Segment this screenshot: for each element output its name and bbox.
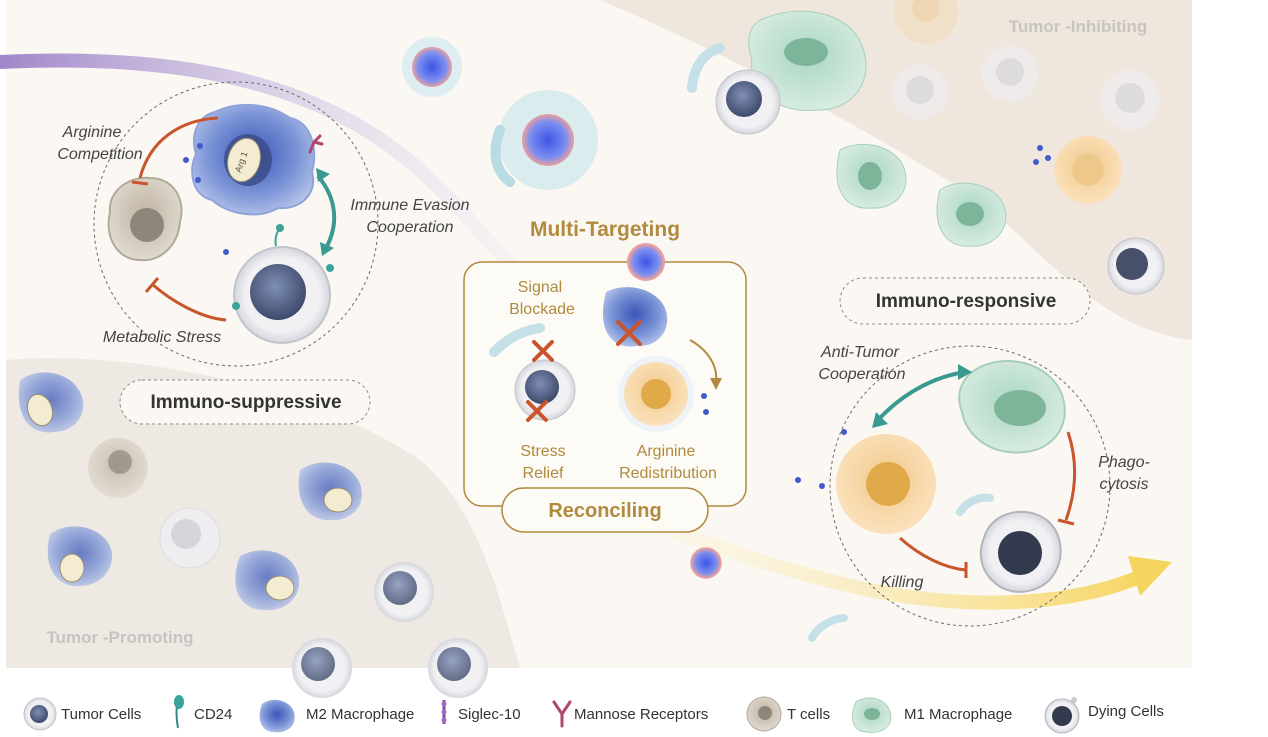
responsive-circle — [829, 345, 1111, 627]
arginine-inhibit-arrow — [138, 116, 219, 179]
tumor-cell — [232, 224, 334, 344]
legend-label-tumor-cells: Tumor Cells — [61, 706, 141, 723]
immuno-responsive-title: Immuno-responsive — [876, 291, 1057, 312]
arginine-redistribution-label-1: Arginine — [637, 443, 696, 460]
responsive-dying-cell — [979, 510, 1062, 593]
m1-macrophage-top — [748, 10, 867, 111]
phagocytosis-label-2: cytosis — [1100, 476, 1149, 493]
t-cell — [107, 176, 183, 262]
m1-macrophages-mid — [836, 143, 1007, 247]
reconciling-label: Reconciling — [548, 500, 661, 522]
responsive-trajectory-arrow — [633, 513, 1157, 610]
nanoparticle-icon — [690, 547, 722, 579]
yellow-arrowhead-icon — [1128, 556, 1172, 596]
killing-inhibit-arrow — [898, 536, 967, 572]
anti-tumor-label-2: Cooperation — [818, 366, 905, 383]
center-nanocarrier — [489, 323, 545, 357]
nanocarrier-top — [687, 43, 725, 93]
arginine-competition-label-2: Competition — [57, 146, 142, 163]
suppressive-trajectory-arrow — [0, 53, 547, 297]
mannose-receptor-icon — [552, 700, 572, 728]
immuno-suppressive-box — [119, 379, 371, 425]
immune-evasion-label-2: Cooperation — [366, 219, 453, 236]
block-cross-icon — [526, 320, 642, 422]
legend-label-t-cells: T cells — [787, 706, 830, 723]
legend-label-m2-macrophage: M2 Macrophage — [306, 706, 414, 723]
phagocytosis-inhibit-arrow — [1064, 431, 1076, 521]
evasion-cooperation-arrow — [316, 174, 337, 249]
tumor-promoting-label: Tumor -Promoting — [47, 628, 194, 647]
scattered-tumor-cells — [159, 507, 488, 698]
arginine-redistribution-label-2: Redistribution — [619, 465, 717, 482]
immune-evasion-label-1: Immune Evasion — [350, 197, 469, 214]
tumor-cell-top — [715, 69, 781, 135]
nanocarrier-right — [956, 493, 994, 516]
center-tumor-cell — [514, 359, 576, 421]
anti-tumor-cooperation-arrow — [876, 370, 967, 422]
redistribution-arrow — [689, 339, 718, 383]
phagocytosis-label-1: Phago- — [1098, 454, 1150, 471]
nanoparticle-complex — [490, 90, 598, 190]
responsive-m1-macrophage — [958, 360, 1066, 454]
dying-cell-icon — [1044, 697, 1080, 734]
stress-relief-label-1: Stress — [520, 443, 565, 460]
tumor-inhibiting-region — [600, 0, 1192, 340]
scattered-m2-macrophages — [18, 372, 362, 611]
legend: Tumor Cells CD24 M2 Macrophage Siglec-10… — [23, 695, 1164, 734]
signal-blockade-label-2: Blockade — [509, 301, 575, 318]
nanocarrier-bottom — [808, 614, 848, 642]
t-cell-icon — [746, 696, 782, 732]
killing-label: Killing — [881, 574, 924, 591]
arginine-competition-label-1: Arginine — [62, 124, 122, 141]
reconciling-badge — [501, 487, 709, 533]
faded-cells — [892, 0, 1160, 130]
legend-label-m1-macrophage: M1 Macrophage — [904, 706, 1012, 723]
multi-targeting-title: Multi-Targeting — [530, 218, 680, 241]
signal-blockade-label-1: Signal — [518, 279, 562, 296]
responsive-t-cell — [836, 434, 936, 534]
legend-label-dying-cells: Dying Cells — [1088, 703, 1164, 720]
nanoparticle-icon — [627, 243, 665, 281]
activated-cell-mid — [1054, 136, 1122, 204]
metabolic-stress-label: Metabolic Stress — [103, 329, 221, 346]
tumor-inhibiting-label: Tumor -Inhibiting — [1009, 17, 1147, 36]
tumor-cell-icon — [23, 697, 57, 731]
m1-macrophage-icon — [852, 697, 892, 733]
suppressive-circle — [93, 81, 379, 367]
legend-label-mannose: Mannose Receptors — [574, 706, 708, 723]
legend-label-cd24: CD24 — [194, 706, 232, 723]
nanoparticle — [402, 37, 462, 97]
m2-macrophage: Arg 1 — [191, 103, 324, 216]
cd24-icon — [174, 695, 184, 729]
immuno-responsive-box — [839, 277, 1091, 325]
m2-macrophage-icon — [259, 699, 295, 733]
siglec10-icon — [441, 700, 447, 724]
stress-relief-label-2: Relief — [523, 465, 564, 482]
dying-cell-mid — [1107, 237, 1165, 295]
anti-tumor-label-1: Anti-Tumor — [820, 344, 900, 361]
legend-label-siglec10: Siglec-10 — [458, 706, 521, 723]
center-activated-cell — [618, 356, 694, 432]
metabolic-inhibit-arrow — [151, 282, 227, 322]
scattered-t-cells — [88, 438, 148, 498]
immuno-suppressive-title: Immuno-suppressive — [150, 392, 341, 413]
center-m2-macrophage — [602, 287, 668, 347]
